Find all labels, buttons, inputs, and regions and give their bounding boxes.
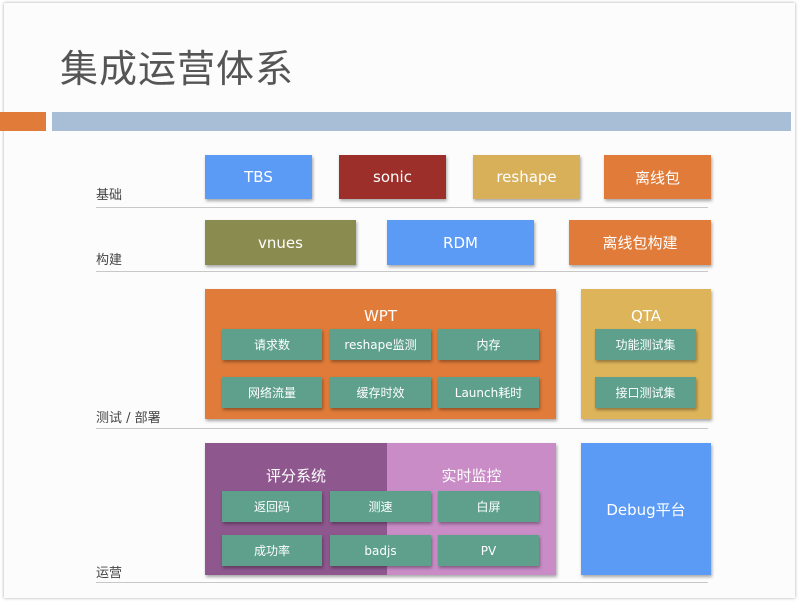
row-divider — [96, 582, 708, 583]
wpt-item-cache-validity: 缓存时效 — [330, 377, 431, 408]
title-accent-bar-orange — [0, 112, 46, 131]
ops-item-speed-test: 测速 — [330, 491, 431, 522]
row-divider — [96, 271, 708, 272]
row-label-test-deploy: 测试 / 部署 — [96, 411, 161, 426]
debug-platform-box: Debug平台 — [581, 443, 711, 575]
qta-title: QTA — [630, 307, 662, 325]
ops-item-pv: PV — [438, 535, 539, 566]
row-label-build: 构建 — [96, 253, 123, 268]
build-rdm-box: RDM — [387, 220, 534, 265]
qta-item-function-tests: 功能测试集 — [595, 329, 696, 360]
build-vnues-box: vnues — [205, 220, 356, 265]
title-accent-bar-blue — [52, 112, 791, 131]
wpt-panel: WPT 请求数 reshape监测 内存 网络流量 缓存时效 Launch耗时 — [205, 289, 556, 419]
wpt-item-network-traffic: 网络流量 — [222, 377, 322, 408]
wpt-item-reshape-monitor: reshape监测 — [330, 329, 431, 360]
base-sonic-box: sonic — [339, 155, 446, 199]
ops-item-return-code: 返回码 — [222, 491, 322, 522]
ops-item-badjs: badjs — [330, 535, 431, 566]
ops-item-success-rate: 成功率 — [222, 535, 322, 566]
base-offline-package-box: 离线包 — [604, 155, 711, 199]
operations-panel: 评分系统 实时监控 返回码 测速 白屏 成功率 badjs PV — [205, 443, 556, 575]
realtime-monitor-title: 实时监控 — [441, 467, 502, 485]
qta-item-interface-tests: 接口测试集 — [595, 377, 696, 408]
wpt-item-memory: 内存 — [438, 329, 539, 360]
wpt-item-launch-time: Launch耗时 — [438, 377, 539, 408]
base-tbs-box: TBS — [205, 155, 312, 199]
row-label-base: 基础 — [96, 188, 123, 203]
row-divider — [96, 428, 708, 429]
wpt-item-requests: 请求数 — [222, 329, 322, 360]
ops-item-white-screen: 白屏 — [438, 491, 539, 522]
base-reshape-box: reshape — [473, 155, 580, 199]
row-divider — [96, 207, 708, 208]
row-label-operations: 运营 — [96, 566, 123, 581]
slide-title: 集成运营体系 — [60, 47, 295, 91]
build-offline-package-box: 离线包构建 — [569, 220, 711, 265]
scoring-system-title: 评分系统 — [265, 467, 326, 485]
qta-panel: QTA 功能测试集 接口测试集 — [581, 289, 711, 419]
wpt-title: WPT — [363, 307, 398, 325]
